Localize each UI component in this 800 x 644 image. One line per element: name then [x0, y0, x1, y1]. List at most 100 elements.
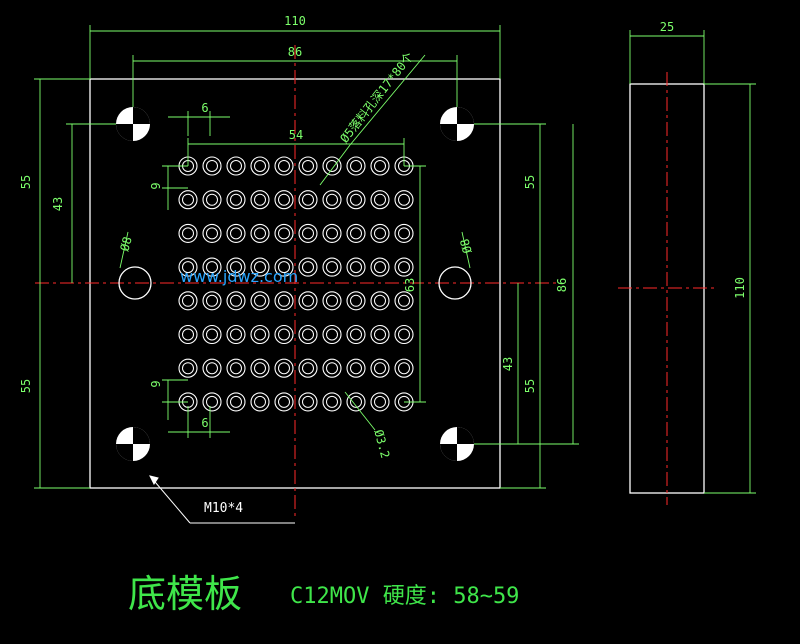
punch-hole: [370, 257, 390, 277]
punch-hole: [202, 190, 222, 210]
punch-hole: [370, 223, 390, 243]
punch-hole: [394, 358, 414, 378]
punch-hole-inner: [206, 227, 218, 240]
punch-hole: [322, 156, 342, 176]
hole-grid: [178, 156, 414, 412]
punch-hole-inner: [230, 160, 242, 172]
punch-hole: [346, 392, 366, 412]
punch-hole-inner: [230, 261, 242, 274]
dim-right-43: 43: [501, 357, 515, 371]
punch-hole-inner: [350, 193, 362, 206]
punch-hole-inner: [302, 328, 314, 341]
punch-hole: [226, 223, 246, 243]
top-view: 110 86 54 6 6 55 55 43 9 9 55 86 63 43 5…: [19, 14, 579, 524]
dim-right-lower-55: 55: [523, 379, 537, 393]
punch-hole-inner: [302, 395, 314, 408]
punch-hole-inner: [398, 362, 410, 375]
punch-hole: [394, 223, 414, 243]
punch-hole-inner: [326, 193, 338, 206]
punch-hole-inner: [398, 193, 410, 206]
punch-hole: [322, 324, 342, 345]
dim-left-9-upper: 9: [149, 182, 163, 189]
punch-hole-inner: [350, 395, 362, 408]
punch-hole-inner: [374, 193, 386, 206]
dim-right-upper-55: 55: [523, 175, 537, 189]
punch-hole: [274, 223, 294, 243]
dim-right-63: 63: [403, 278, 417, 292]
punch-hole-inner: [374, 227, 386, 240]
punch-hole-inner: [182, 261, 194, 274]
punch-hole: [370, 392, 390, 412]
punch-hole-inner: [326, 395, 338, 408]
dim-dowel-left: Ø8: [118, 235, 135, 253]
punch-hole: [274, 190, 294, 210]
punch-hole: [322, 223, 342, 243]
punch-hole-inner: [278, 294, 290, 307]
punch-hole-inner: [302, 362, 314, 375]
punch-hole-inner: [302, 160, 314, 172]
punch-hole: [274, 291, 294, 311]
punch-hole-inner: [326, 294, 338, 307]
punch-hole-inner: [326, 227, 338, 240]
punch-hole-inner: [182, 227, 194, 240]
punch-hole-inner: [278, 362, 290, 375]
punch-hole: [178, 190, 198, 210]
punch-hole: [250, 324, 270, 345]
punch-hole: [274, 257, 294, 277]
punch-hole-inner: [302, 193, 314, 206]
punch-hole-inner: [230, 294, 242, 307]
punch-hole-inner: [206, 362, 218, 375]
punch-hole: [226, 324, 246, 345]
punch-hole: [322, 392, 342, 412]
punch-hole-inner: [326, 328, 338, 341]
side-dimension-lines: [629, 30, 756, 494]
punch-hole: [250, 156, 270, 176]
punch-hole-inner: [254, 227, 266, 240]
punch-hole: [226, 392, 246, 412]
punch-hole-inner: [350, 227, 362, 240]
punch-hole: [346, 324, 366, 345]
punch-hole: [226, 156, 246, 176]
punch-hole: [394, 291, 414, 311]
dim-hole-span: 54: [289, 128, 303, 142]
punch-hole-inner: [350, 294, 362, 307]
dim-inner-width: 86: [288, 45, 302, 59]
punch-hole: [394, 257, 414, 277]
punch-hole-inner: [206, 395, 218, 408]
punch-hole-inner: [278, 193, 290, 206]
dim-hole-pitch-top: 6: [201, 101, 208, 115]
dimension-lines: [34, 25, 579, 489]
punch-hole-inner: [182, 328, 194, 341]
punch-hole-inner: [374, 395, 386, 408]
punch-hole: [346, 358, 366, 378]
punch-hole-inner: [254, 261, 266, 274]
screw-hole-bottom-left: [116, 427, 150, 461]
punch-hole: [346, 223, 366, 243]
punch-hole-inner: [182, 362, 194, 375]
punch-hole: [250, 257, 270, 277]
punch-hole: [178, 358, 198, 378]
punch-hole-inner: [350, 328, 362, 341]
punch-hole: [298, 257, 318, 277]
punch-hole: [370, 324, 390, 345]
punch-hole: [298, 358, 318, 378]
punch-hole-inner: [302, 294, 314, 307]
dim-overall-width: 110: [284, 14, 306, 28]
punch-hole: [346, 156, 366, 176]
punch-hole: [346, 190, 366, 210]
punch-hole-inner: [206, 294, 218, 307]
punch-hole-inner: [254, 362, 266, 375]
punch-hole: [394, 324, 414, 345]
punch-hole: [370, 156, 390, 176]
screw-callout: M10*4: [204, 501, 243, 516]
punch-hole-inner: [206, 328, 218, 341]
dim-left-9-lower: 9: [149, 380, 163, 387]
punch-hole-inner: [254, 160, 266, 172]
dowel-hole-left: [118, 266, 152, 300]
punch-hole-inner: [206, 193, 218, 206]
punch-hole-inner: [302, 261, 314, 274]
punch-hole-inner: [326, 261, 338, 274]
punch-hole-inner: [398, 227, 410, 240]
punch-hole: [202, 392, 222, 412]
